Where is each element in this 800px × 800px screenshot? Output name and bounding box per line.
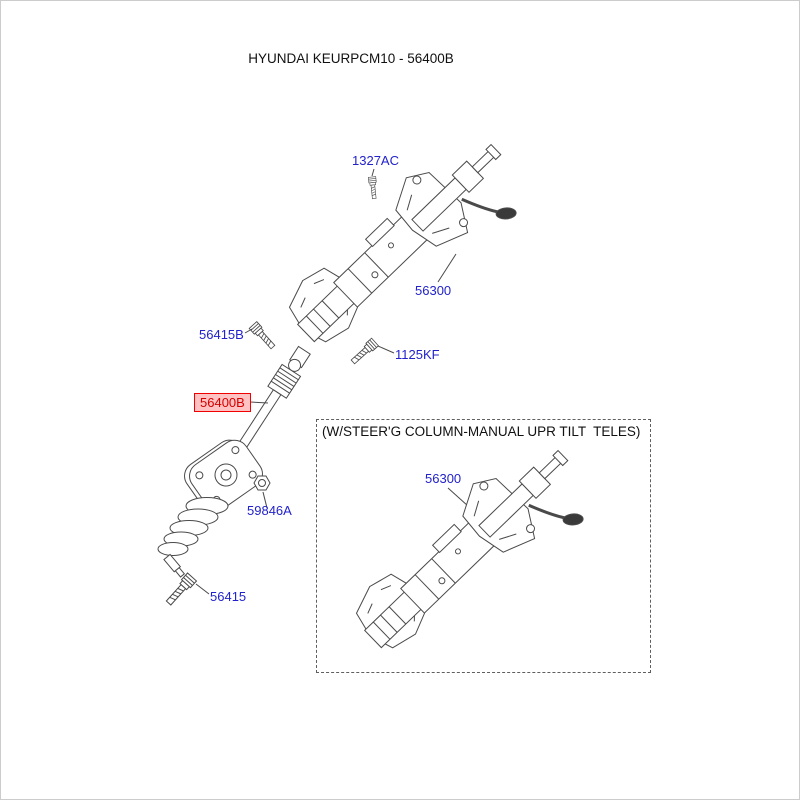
part-label-56415[interactable]: 56415 xyxy=(210,589,247,604)
bolt-56415-icon xyxy=(163,572,197,608)
inset-column-illustration xyxy=(342,423,609,687)
nut-59846a-icon xyxy=(253,475,271,491)
inset-variant-box: (W/STEER'G COLUMN-MANUAL UPR TILT TELES) xyxy=(316,419,651,673)
inset-caption: (W/STEER'G COLUMN-MANUAL UPR TILT TELES) xyxy=(322,424,641,439)
part-label-56300[interactable]: 56300 xyxy=(415,283,452,298)
part-label-56415b[interactable]: 56415B xyxy=(199,327,244,342)
part-label-56400b-highlighted[interactable]: 56400B xyxy=(194,393,251,412)
page-title: HYUNDAI KEURPCM10 - 56400B xyxy=(248,51,454,66)
inset-part-label-56300[interactable]: 56300 xyxy=(425,471,462,486)
bolt-1125kf-icon xyxy=(349,337,379,367)
dust-boot-illustration xyxy=(157,497,229,578)
main-column-illustration xyxy=(275,117,542,381)
flange-plate-illustration xyxy=(184,439,263,511)
bolt-1327ac-icon xyxy=(367,176,379,200)
bolt-56415b-icon xyxy=(248,321,278,351)
part-label-1125kf[interactable]: 1125KF xyxy=(395,347,440,362)
part-label-59846a[interactable]: 59846A xyxy=(247,503,292,518)
part-label-1327ac[interactable]: 1327AC xyxy=(352,153,399,168)
leader-lines xyxy=(195,168,469,595)
